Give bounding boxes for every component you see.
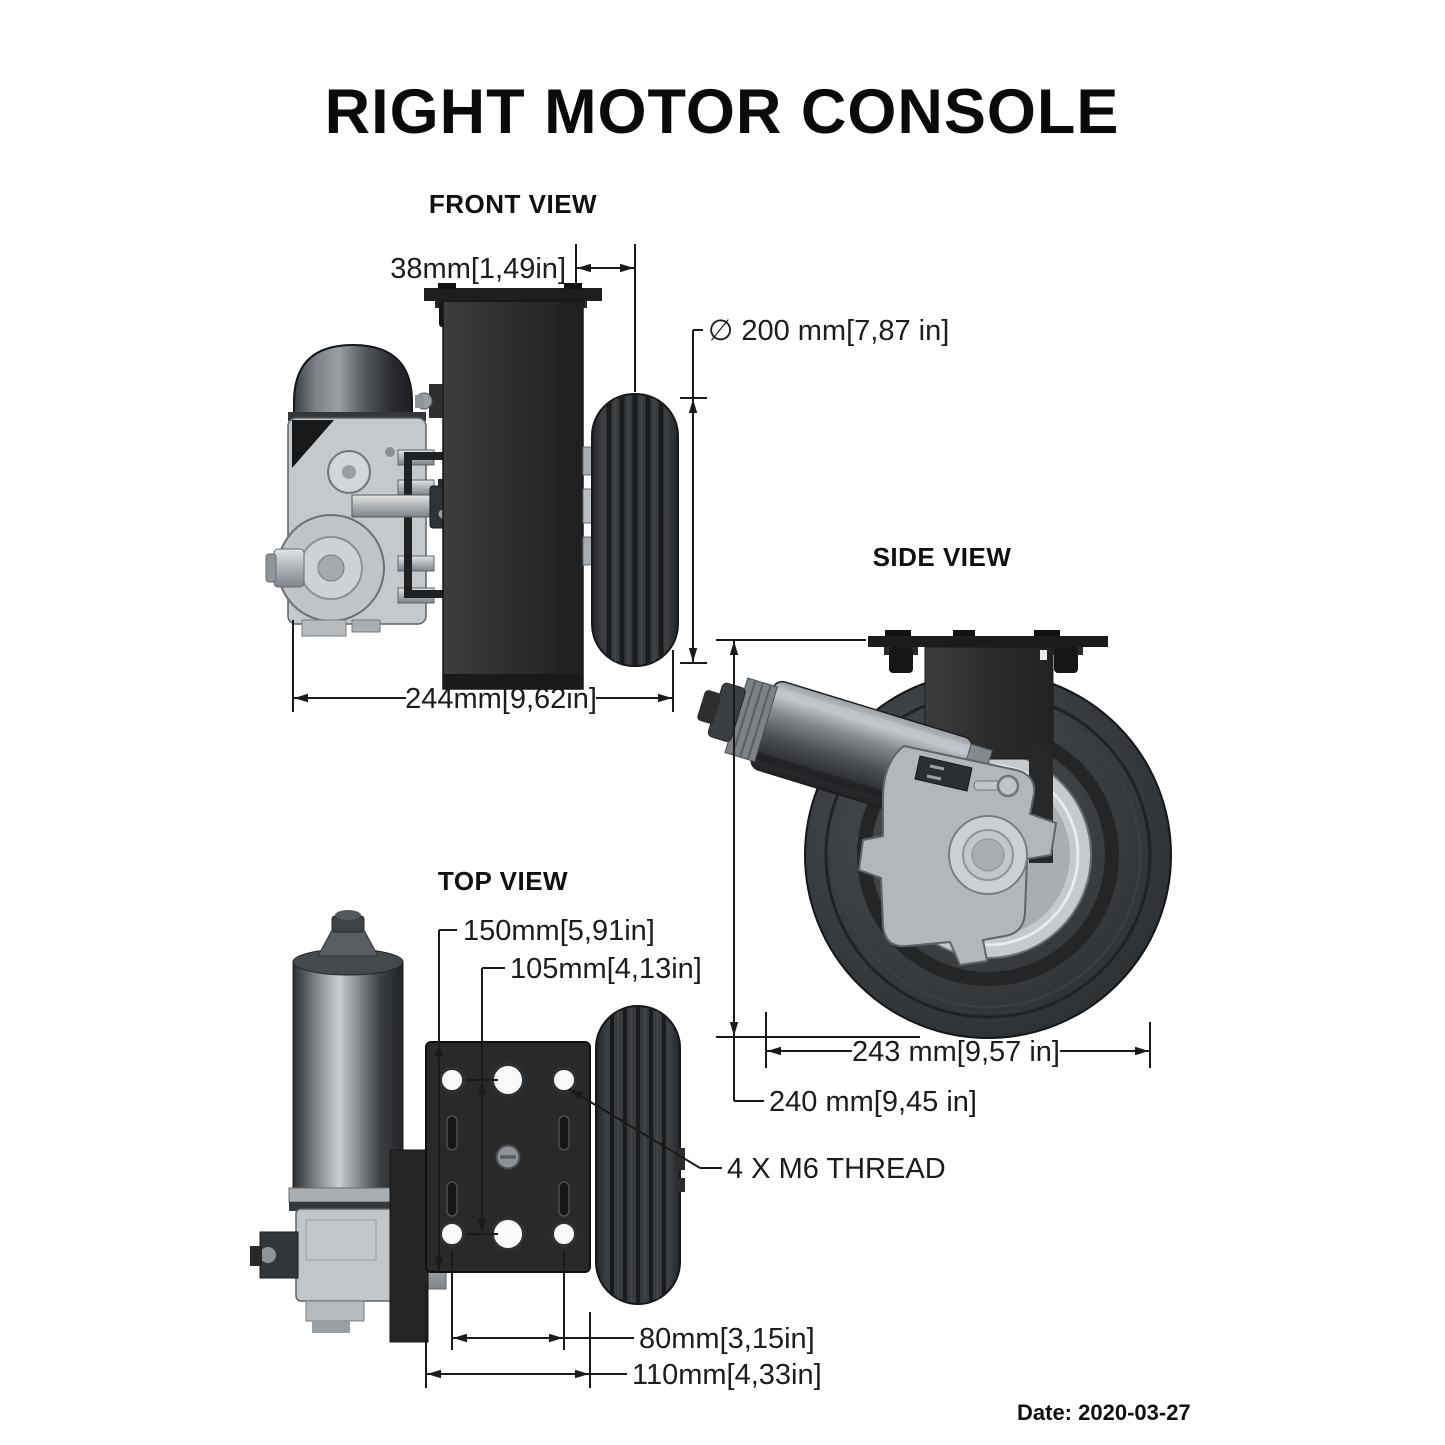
date-label: Date: 2020-03-27 xyxy=(1017,1400,1191,1425)
top-dim-plate-width: 110mm[4,33in] xyxy=(425,1282,822,1391)
front-dim-wheel-diameter-text: ∅ 200 mm[7,87 in] xyxy=(708,315,949,347)
top-dim-hole-spacing-short-text: 80mm[3,15in] xyxy=(639,1323,815,1355)
front-console-box xyxy=(415,283,602,690)
side-dim-depth: 243 mm[9,57 in] xyxy=(765,1012,1151,1068)
front-dim-flange-offset: 38mm[1,49in] xyxy=(390,244,636,392)
top-mounting-plate xyxy=(425,1041,591,1273)
top-dim-plate-length-text: 150mm[5,91in] xyxy=(463,915,655,947)
thread-hole xyxy=(551,1067,577,1093)
top-dim-hole-spacing-short: 80mm[3,15in] xyxy=(451,1250,815,1355)
top-thread-note-text: 4 X M6 THREAD xyxy=(727,1153,946,1185)
side-dim-overall-height-text: 240 mm[9,45 in] xyxy=(769,1086,977,1118)
top-dim-hole-spacing-long: 105mm[4,13in] xyxy=(466,953,702,1235)
front-dim-overall-width-text: 244mm[9,62in] xyxy=(405,683,597,715)
top-thread-note: 4 X M6 THREAD xyxy=(568,1088,946,1185)
top-dim-plate-length: 150mm[5,91in] xyxy=(434,915,655,1272)
top-view: TOP VIEW xyxy=(250,866,946,1391)
top-motor xyxy=(288,910,408,1211)
top-view-label: TOP VIEW xyxy=(438,866,568,896)
side-dim-depth-text: 243 mm[9,57 in] xyxy=(852,1036,1060,1068)
page-title: RIGHT MOTOR CONSOLE xyxy=(325,77,1120,147)
top-console-block xyxy=(389,1149,429,1343)
top-dim-plate-width-text: 110mm[4,33in] xyxy=(632,1359,822,1391)
side-view-label: SIDE VIEW xyxy=(873,542,1012,572)
side-gearbox xyxy=(857,744,1058,967)
front-dim-flange-offset-text: 38mm[1,49in] xyxy=(390,253,566,285)
thread-hole xyxy=(439,1067,465,1093)
front-view-label: FRONT VIEW xyxy=(429,189,597,219)
front-wheel xyxy=(591,393,679,667)
front-dim-wheel-diameter: ∅ 200 mm[7,87 in] xyxy=(680,315,949,664)
side-view: SIDE VIEW xyxy=(697,542,1172,1118)
thread-hole xyxy=(551,1221,577,1247)
front-bracket xyxy=(404,452,446,598)
top-dim-hole-spacing-long-text: 105mm[4,13in] xyxy=(510,953,702,985)
side-dim-overall-height: 240 mm[9,45 in] xyxy=(716,639,977,1118)
front-view: FRONT VIEW xyxy=(265,189,949,715)
thread-hole xyxy=(439,1221,465,1247)
front-dim-overall-width: 244mm[9,62in] xyxy=(292,620,674,715)
top-wheel xyxy=(595,1005,685,1305)
